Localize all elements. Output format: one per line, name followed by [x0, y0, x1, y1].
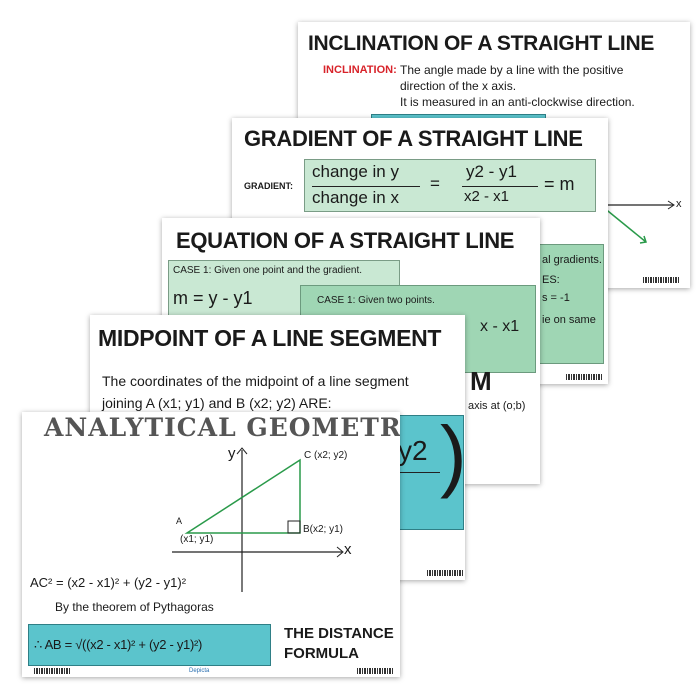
result: = m	[544, 174, 575, 194]
distance-formula: ∴ AB = √((x2 - x1)² + (y2 - y1)²)	[34, 637, 203, 652]
brand-logo: Depicta	[189, 668, 210, 674]
poster-analytical-geometry: ANALYTICAL GEOMETRY y x C (x2; y2) B(x2;…	[22, 412, 400, 677]
description-text: The coordinates of the midpoint of a lin…	[102, 373, 409, 389]
barcode	[357, 668, 393, 674]
fraction-bar	[462, 186, 538, 187]
definition-text: The angle made by a line with the positi…	[400, 63, 624, 77]
definition-text: It is measured in an anti-clockwise dire…	[400, 95, 635, 109]
poster-title: MIDPOINT OF A LINE SEGMENT	[98, 325, 442, 351]
denominator: change in x	[312, 188, 399, 207]
numerator: change in y	[312, 162, 399, 181]
text-fragment: al gradients.	[542, 254, 602, 266]
formula-fragment: y2	[398, 435, 428, 466]
distance-formula-box	[28, 624, 271, 666]
poster-title: GRADIENT OF A STRAIGHT LINE	[244, 126, 583, 151]
equals: =	[430, 174, 440, 193]
barcode	[34, 668, 70, 674]
text-fragment: ie on same	[542, 314, 596, 326]
barcode	[427, 570, 463, 576]
poster-title: EQUATION OF A STRAIGHT LINE	[176, 228, 515, 253]
bracket: )	[440, 410, 465, 499]
gradient-formula-box	[304, 159, 596, 212]
point-a-label: A	[176, 516, 183, 526]
properties-box	[538, 244, 604, 364]
barcode	[643, 277, 679, 283]
x-axis-label: x	[676, 198, 682, 210]
poster-title: INCLINATION OF A STRAIGHT LINE	[308, 32, 655, 55]
definition-text: direction of the x axis.	[400, 79, 517, 93]
distance-title: FORMULA	[284, 645, 359, 662]
formula: x - x1	[480, 318, 520, 335]
barcode	[566, 374, 602, 380]
text-fragment: s = -1	[542, 292, 570, 304]
point-a-coords: (x1; y1)	[180, 534, 214, 545]
triangle-diagram	[172, 447, 344, 592]
inclination-label: INCLINATION:	[323, 64, 397, 76]
denominator: x2 - x1	[464, 188, 510, 205]
pythagoras-formula: AC² = (x2 - x1)² + (y2 - y1)²	[30, 575, 187, 590]
pythagoras-caption: By the theorem of Pythagoras	[55, 600, 214, 614]
formula: m = y - y1	[173, 288, 253, 308]
case-label: CASE 1: Given two points.	[317, 295, 435, 306]
distance-title: THE DISTANCE	[284, 625, 394, 642]
fraction-bar	[312, 186, 420, 187]
text-fragment: M	[470, 366, 492, 396]
point-c-label: C (x2; y2)	[304, 450, 348, 461]
fraction-bar	[390, 472, 440, 473]
poster-title: ANALYTICAL GEOMETRY	[44, 413, 400, 442]
text-fragment: axis at (o;b)	[468, 400, 526, 412]
description-text: joining A (x1; y1) and B (x2; y2) ARE:	[102, 395, 332, 411]
x-axis-label: x	[344, 541, 352, 558]
numerator: y2 - y1	[466, 162, 518, 181]
point-b-label: B(x2; y1)	[303, 524, 344, 535]
gradient-label: GRADIENT:	[244, 181, 293, 191]
y-axis-label: y	[228, 445, 236, 462]
text-fragment: ES:	[542, 274, 560, 286]
case-label: CASE 1: Given one point and the gradient…	[173, 265, 363, 276]
